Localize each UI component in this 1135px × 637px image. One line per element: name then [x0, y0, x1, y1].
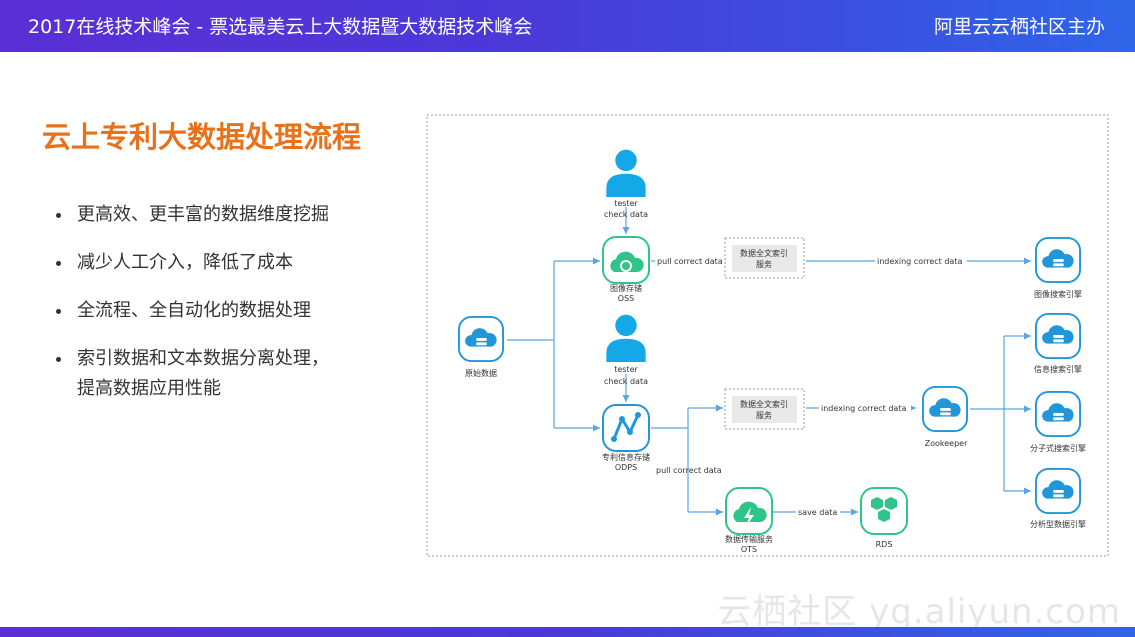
- node-label: 服务: [756, 410, 772, 420]
- edge-label-indexing: indexing correct data: [877, 257, 962, 266]
- odps-graph-icon: [611, 412, 641, 442]
- node-label: OSS: [618, 294, 634, 303]
- rds-hexagon-icon: [871, 497, 897, 522]
- person-icon: [606, 314, 646, 362]
- node-label: check data: [604, 210, 648, 219]
- bullet-list: 更高效、更丰富的数据维度挖掘 减少人工介入，降低了成本 全流程、全自动化的数据处…: [52, 200, 392, 422]
- event-title: 2017在线技术峰会 - 票选最美云上大数据暨大数据技术峰会: [28, 16, 533, 38]
- cloud-database-icon: [1035, 313, 1081, 359]
- node-label: RDS: [876, 540, 893, 549]
- node-molecule-search: 分子式搜索引擎: [1030, 391, 1086, 453]
- node-label: OTS: [741, 545, 757, 554]
- edge-label-indexing: indexing correct data: [821, 404, 906, 413]
- node-label: 信息搜索引擎: [1034, 364, 1082, 374]
- ots-bolt-icon: [733, 501, 767, 522]
- node-ots: 数据传输服务 OTS: [725, 487, 773, 554]
- node-tester-2: tester check data: [604, 314, 648, 386]
- bullet-item: 更高效、更丰富的数据维度挖掘: [52, 200, 392, 230]
- node-label: tester: [614, 199, 638, 208]
- node-fulltext-index-1: 数据全文索引 服务: [724, 237, 805, 279]
- bullet-item: 索引数据和文本数据分离处理， 提高数据应用性能: [52, 344, 392, 404]
- node-label: Zookeeper: [925, 439, 968, 448]
- node-label: 服务: [756, 259, 772, 269]
- footer-bar: [0, 627, 1135, 637]
- node-rds: RDS: [860, 487, 908, 549]
- node-fulltext-index-2: 数据全文索引 服务: [724, 388, 805, 430]
- watermark: 云栖社区 yq.aliyun.com: [717, 592, 1121, 632]
- node-label: 数据传输服务: [725, 534, 773, 544]
- node-tester-1: tester check data: [604, 149, 648, 219]
- edge-label-save: save data: [798, 508, 837, 517]
- node-odps: 专利信息存储 ODPS: [602, 404, 650, 472]
- cloud-database-icon: [1035, 468, 1081, 514]
- patent-flow-diagram: pull correct data indexing correct data …: [426, 114, 1109, 557]
- node-label: 图像搜索引擎: [1034, 289, 1082, 299]
- person-icon: [606, 149, 646, 197]
- node-raw-data: 原始数据: [458, 316, 504, 378]
- node-analysis-engine: 分析型数据引擎: [1030, 468, 1086, 529]
- node-label: tester: [614, 365, 638, 374]
- node-label: 分析型数据引擎: [1030, 519, 1086, 529]
- page-title: 云上专利大数据处理流程: [42, 120, 362, 154]
- node-label: 分子式搜索引擎: [1030, 443, 1086, 453]
- cloud-database-icon: [922, 386, 968, 432]
- node-oss: 图像存储 OSS: [602, 236, 650, 303]
- node-label: 数据全文索引: [740, 248, 788, 258]
- edge-label-pull: pull correct data: [657, 257, 723, 266]
- node-info-search: 信息搜索引擎: [1034, 313, 1082, 374]
- bullet-item: 全流程、全自动化的数据处理: [52, 296, 392, 326]
- node-image-search: 图像搜索引擎: [1034, 237, 1082, 299]
- diagram-frame: [426, 114, 1109, 557]
- cloud-database-icon: [1035, 391, 1081, 437]
- bullet-item: 减少人工介入，降低了成本: [52, 248, 392, 278]
- organizer-label: 阿里云云栖社区主办: [933, 16, 1105, 38]
- node-label: 专利信息存储: [602, 452, 650, 462]
- cloud-database-icon: [1035, 237, 1081, 283]
- node-label: 数据全文索引: [740, 399, 788, 409]
- edge-label-pull: pull correct data: [656, 466, 722, 475]
- node-label: ODPS: [615, 463, 637, 472]
- node-zookeeper: Zookeeper: [922, 386, 968, 448]
- node-label: 图像存储: [610, 283, 642, 293]
- cloud-database-icon: [458, 316, 504, 362]
- header-bar: 2017在线技术峰会 - 票选最美云上大数据暨大数据技术峰会 阿里云云栖社区主办: [0, 0, 1135, 52]
- node-label: check data: [604, 377, 648, 386]
- node-label: 原始数据: [465, 368, 497, 378]
